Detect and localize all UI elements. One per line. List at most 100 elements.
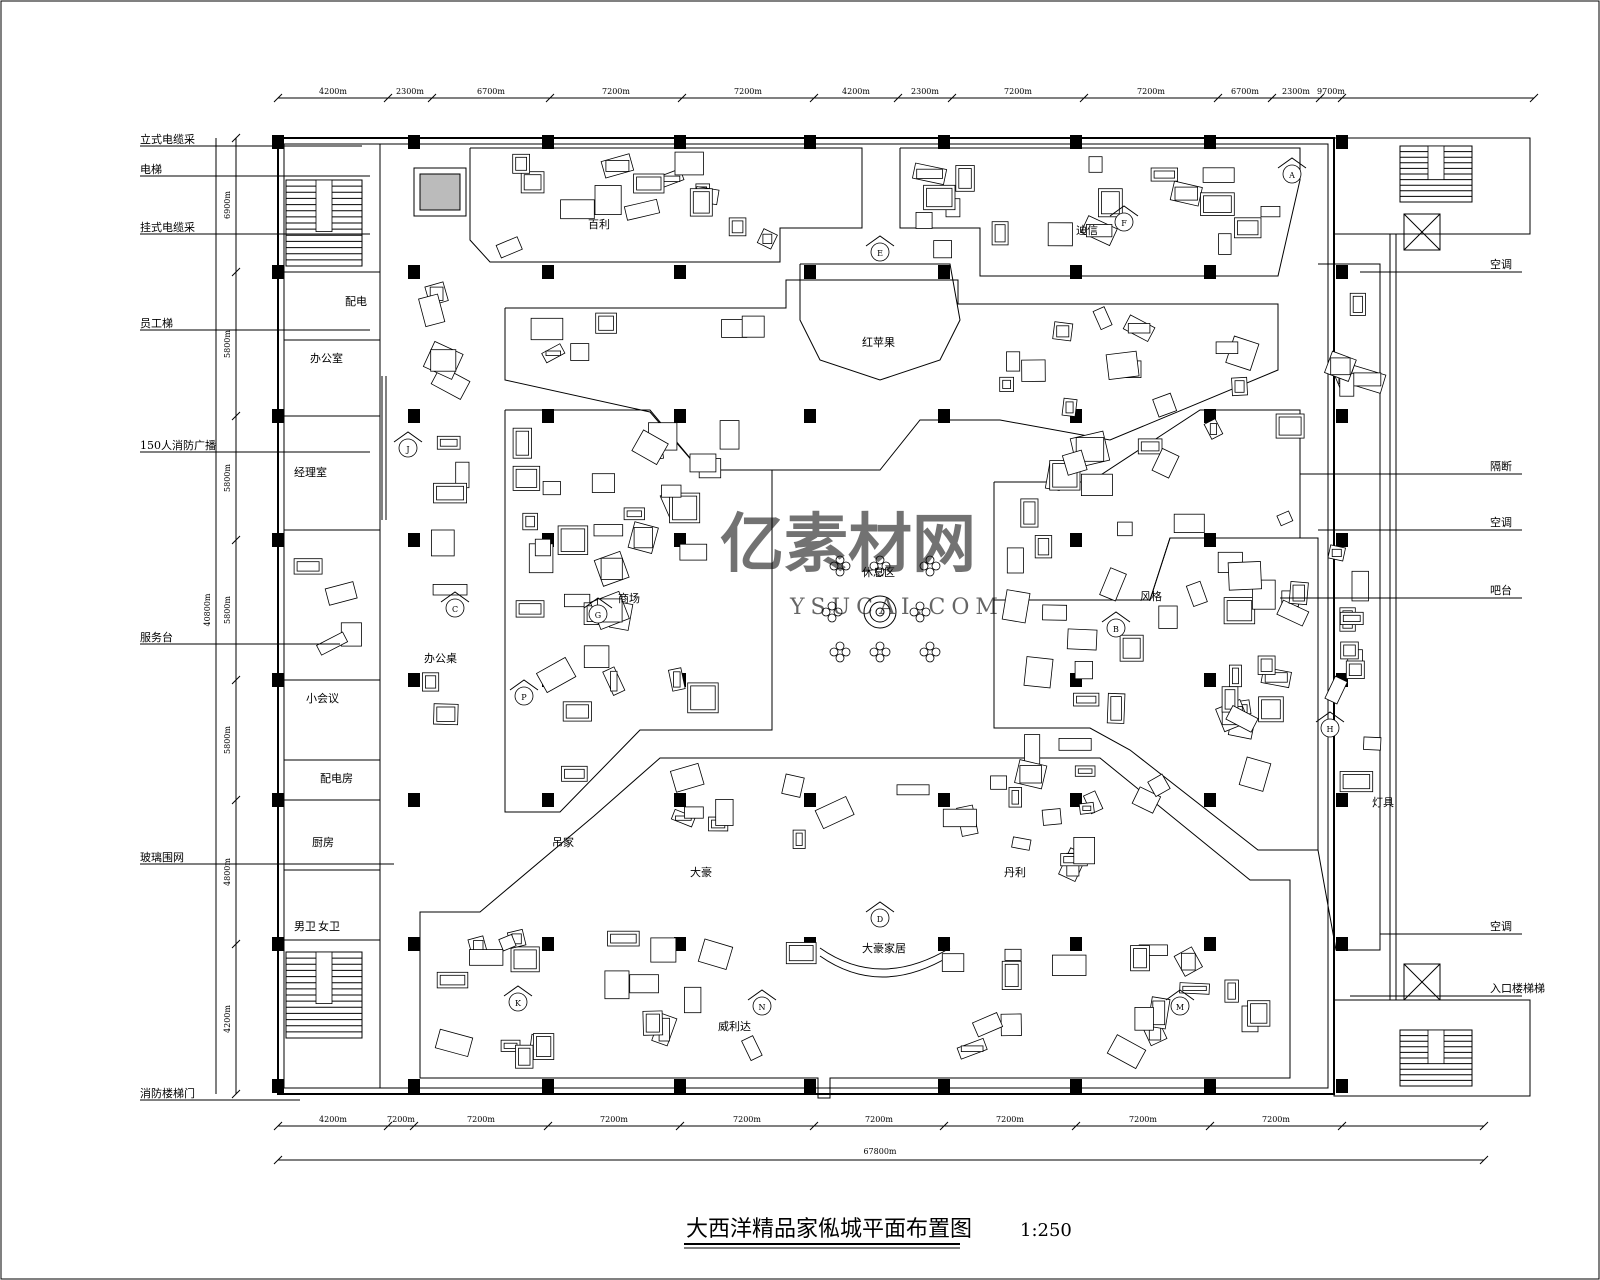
- zone-label-danli: 丹利: [1004, 866, 1026, 879]
- furniture-piece: [1238, 756, 1272, 792]
- lounge-chair: [925, 555, 935, 565]
- top-dim-label: 2300m: [911, 87, 939, 96]
- column: [272, 533, 284, 547]
- dim-tick: [231, 939, 241, 949]
- service-partitions: [284, 144, 387, 1088]
- lounge-chair: [835, 555, 845, 565]
- furniture-piece: [650, 937, 677, 963]
- zone-marker-arrow: [1165, 989, 1195, 1001]
- furniture-inner: [1152, 1000, 1166, 1026]
- dim-tick: [231, 675, 241, 685]
- column: [1070, 793, 1082, 807]
- furniture-inner: [1348, 663, 1362, 677]
- zone-marker-circle: [752, 996, 772, 1016]
- furniture-piece: [661, 484, 682, 498]
- zone-label-weilida: 威利达: [718, 1020, 751, 1033]
- furniture-piece: [697, 938, 734, 971]
- left-callout-label: 服务台: [140, 630, 173, 644]
- lounge-chair: [919, 647, 929, 657]
- column: [1204, 673, 1216, 687]
- bottom-dim-label: 7200m: [865, 1115, 893, 1124]
- furniture-inner: [1330, 357, 1351, 376]
- zone-marker-circle: [445, 598, 465, 618]
- column: [804, 265, 816, 279]
- left-callout-label: 玻璃围网: [140, 850, 184, 864]
- column: [1336, 135, 1348, 149]
- left-callout-label: 消防楼梯门: [140, 1086, 195, 1100]
- furniture-piece: [535, 656, 577, 694]
- furniture-piece: [1351, 570, 1369, 602]
- furniture-piece: [1106, 1034, 1147, 1070]
- dim-tick: [231, 535, 241, 545]
- room-label-meeting: 小会议: [306, 692, 339, 705]
- zone-marker-circle: [398, 438, 418, 458]
- column: [1070, 135, 1082, 149]
- room-label-desk: 办公桌: [424, 652, 457, 665]
- column: [272, 1079, 284, 1093]
- column: [938, 265, 950, 279]
- furniture-piece: [430, 529, 455, 557]
- zone-marker-arrow: [503, 985, 533, 997]
- furniture-piece: [1218, 233, 1232, 255]
- furniture-piece: [942, 808, 977, 828]
- column: [408, 135, 420, 149]
- zone-marker-circle: [870, 908, 890, 928]
- zone-label-dahao: 大豪: [690, 865, 712, 879]
- lounge-chair: [875, 567, 885, 577]
- bottom-dim-label: 7200m: [733, 1115, 761, 1124]
- stairs: [285, 145, 1473, 1087]
- furniture-inner: [503, 1042, 518, 1049]
- room-label-distribution: 配电房: [320, 772, 353, 785]
- furniture-piece: [1225, 705, 1259, 733]
- furniture-piece: [1006, 547, 1024, 574]
- furniture-inner: [1232, 667, 1239, 685]
- lounge-chair: [835, 653, 845, 663]
- dim-tick: [675, 1121, 685, 1131]
- top-dim-label: 9700m: [1317, 87, 1345, 96]
- furniture: [293, 151, 1387, 1070]
- furniture-inner: [636, 176, 662, 191]
- furniture-piece: [1024, 734, 1041, 765]
- zone-marker-arrow: [1109, 205, 1139, 217]
- furniture-inner: [1133, 948, 1147, 969]
- furniture-piece: [1006, 351, 1021, 372]
- furniture-inner: [645, 1013, 660, 1033]
- column: [1336, 265, 1348, 279]
- furniture-piece: [604, 970, 630, 1000]
- column: [938, 135, 950, 149]
- zone-label-mall: 商场: [618, 591, 640, 605]
- furniture-piece: [1061, 449, 1088, 476]
- column: [542, 135, 554, 149]
- zone-marker-circle: [870, 242, 890, 262]
- furniture-piece: [629, 974, 659, 994]
- furniture-piece: [1147, 773, 1171, 798]
- left-callout-label: 立式电缆采: [140, 132, 195, 146]
- furniture-inner: [523, 174, 542, 191]
- column: [1204, 1079, 1216, 1093]
- furniture-inner: [1065, 401, 1074, 414]
- furniture-piece: [933, 240, 953, 259]
- furniture-inner: [1002, 379, 1012, 389]
- furniture-piece: [741, 315, 765, 338]
- furniture-inner: [1224, 689, 1236, 710]
- furniture-piece: [1276, 510, 1294, 527]
- furniture-piece: [591, 473, 615, 493]
- zone-marker-circle: [1170, 996, 1190, 1016]
- dim-tick: [939, 1121, 949, 1131]
- furniture-piece: [434, 1028, 474, 1058]
- furniture-inner: [436, 706, 456, 722]
- furniture-inner: [1342, 774, 1371, 790]
- furniture-piece: [781, 773, 805, 798]
- zone-marker-circle: [1114, 212, 1134, 232]
- furniture-inner: [1086, 224, 1113, 238]
- furniture-inner: [424, 675, 437, 689]
- furniture-piece: [1227, 560, 1262, 591]
- left-dim-label: 4200m: [223, 1005, 232, 1033]
- zone-marker-arrow: [1315, 711, 1345, 723]
- lift-cross: [1403, 963, 1441, 1001]
- zone-marker-letter: J: [405, 445, 409, 454]
- zone-marker-letter: N: [759, 1003, 766, 1012]
- furniture-piece: [1185, 580, 1208, 608]
- column: [938, 1079, 950, 1093]
